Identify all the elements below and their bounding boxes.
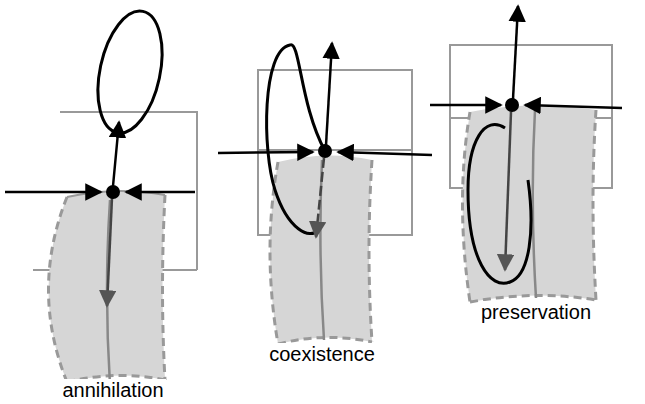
coexistence-panel: [218, 43, 432, 344]
panel-label: preservation: [479, 301, 593, 323]
preservation-panel: [430, 6, 622, 302]
annihilation-panel: [5, 5, 197, 385]
panel-label: coexistence: [267, 343, 377, 365]
panel-label: annihilation: [60, 379, 165, 401]
